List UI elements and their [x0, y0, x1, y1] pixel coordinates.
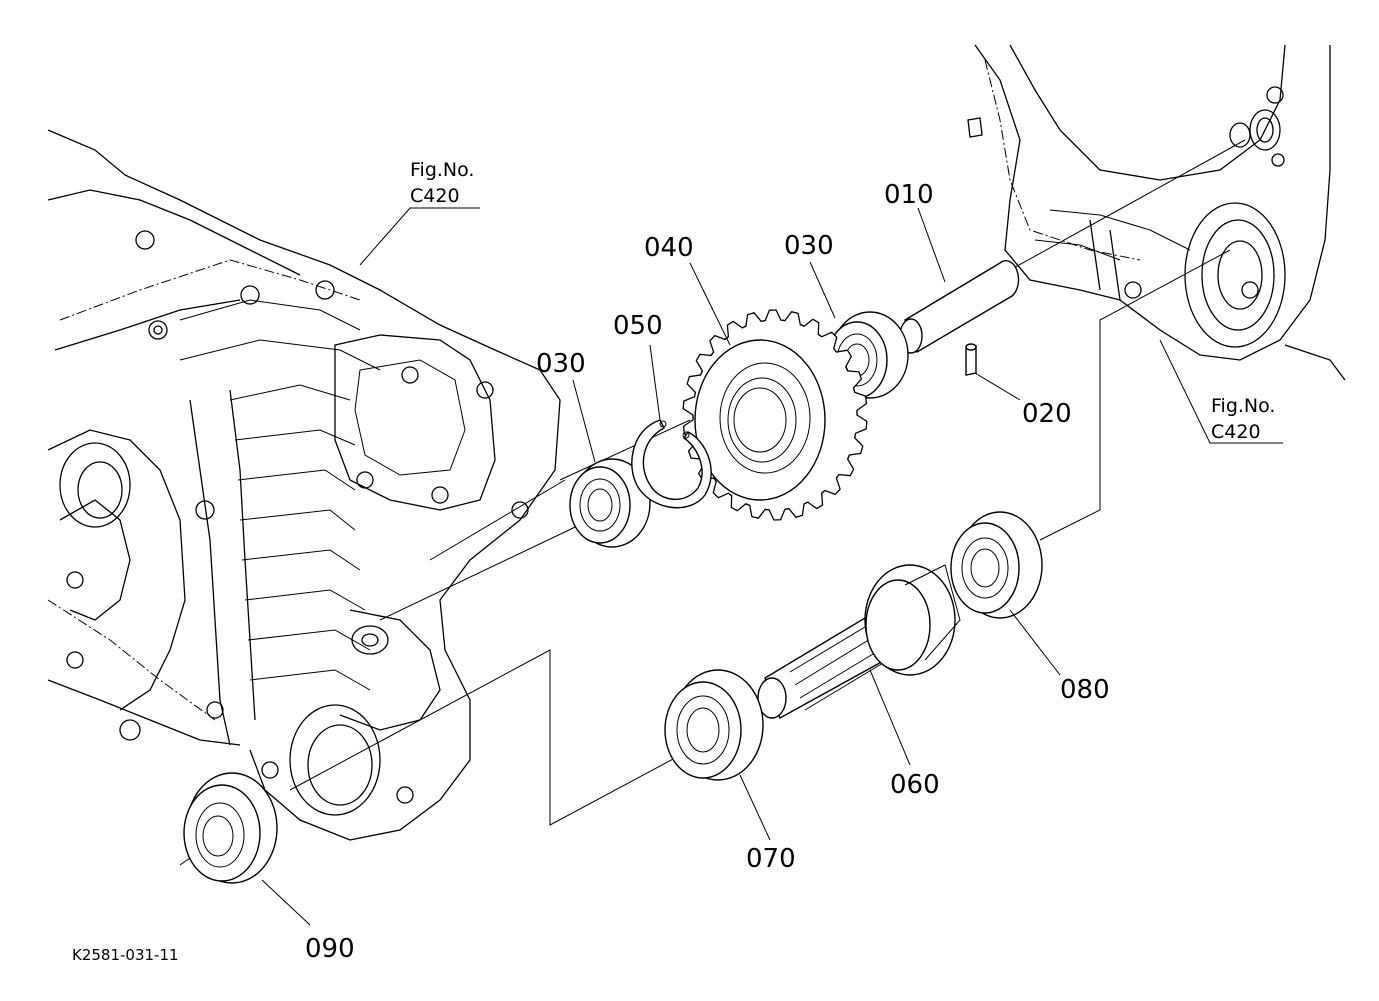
- callout-060: 060: [890, 770, 940, 800]
- part-080-bearing: [950, 511, 1043, 619]
- callout-090: 090: [305, 934, 355, 964]
- right-housing: [967, 44, 1346, 381]
- callout-080: 080: [1060, 675, 1110, 705]
- reference-label-right: Fig.No. C420: [1211, 395, 1275, 443]
- part-040-gear: [682, 309, 868, 521]
- part-070-bearing: [664, 669, 764, 781]
- callout-030-left: 030: [536, 349, 586, 379]
- part-060-pinion-shaft: [757, 564, 961, 720]
- left-housing: [47, 129, 561, 841]
- callout-050: 050: [613, 311, 663, 341]
- diagram-code: K2581-031-11: [72, 946, 179, 964]
- callout-030-right: 030: [784, 231, 834, 261]
- reference-label-top: Fig.No. C420: [410, 159, 474, 207]
- assembly-lines: [179, 139, 1246, 866]
- ref-right-line2: C420: [1211, 421, 1261, 443]
- callout-070: 070: [746, 844, 796, 874]
- part-030-bearing-left: [569, 458, 651, 548]
- ref-right-line1: Fig.No.: [1211, 395, 1275, 417]
- leader-lines: [261, 207, 1283, 926]
- callout-010: 010: [884, 180, 934, 210]
- ref-top-line2: C420: [410, 185, 460, 207]
- ref-top-line1: Fig.No.: [410, 159, 474, 181]
- part-050-circlip: [631, 419, 712, 509]
- callout-020: 020: [1022, 399, 1072, 429]
- part-020-pin: [965, 343, 977, 376]
- part-010-shaft: [899, 260, 1020, 354]
- part-090-oil-seal: [183, 772, 278, 884]
- callout-040: 040: [644, 233, 694, 263]
